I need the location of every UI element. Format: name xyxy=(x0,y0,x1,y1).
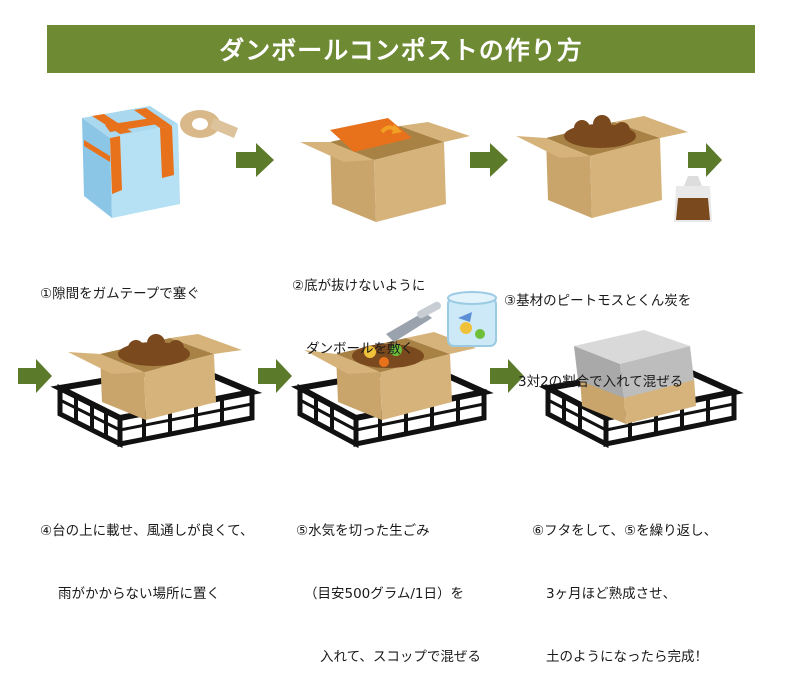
peat-bag-icon xyxy=(674,176,712,222)
caption-line: 雨がかからない場所に置く xyxy=(58,586,220,602)
arrow-icon xyxy=(470,143,508,177)
arrow-icon xyxy=(18,359,52,393)
page-title: ダンボールコンポストの作り方 xyxy=(219,36,583,65)
caption-line: ⑥フタをして、⑤を繰り返し、 xyxy=(532,523,718,539)
step-4-caption: ④台の上に載せ、風通しが良くて、 雨がかからない場所に置く xyxy=(40,479,254,626)
caption-line: ⑤水気を切った生ごみ xyxy=(296,523,430,539)
tape-roll-icon xyxy=(180,110,238,138)
caption-line: ④台の上に載せ、風通しが良くて、 xyxy=(40,523,254,539)
step-2-caption: ②底が抜けないように ダンボールを敷く xyxy=(292,234,425,381)
waste-container-icon xyxy=(447,291,497,347)
step5-box-waste-icon xyxy=(290,332,494,449)
step-3-caption: ③基材のピートモスとくん炭を 3対2の割合で入れて混ぜる xyxy=(504,234,691,423)
arrow-icon xyxy=(490,359,524,393)
arrow-icon xyxy=(688,143,722,177)
caption-line: 入れて、スコップで混ぜる xyxy=(320,649,481,665)
caption-line: ③基材のピートモスとくん炭を xyxy=(504,293,692,309)
step1-taped-box-icon xyxy=(82,106,180,218)
caption-line: ①隙間をガムテープで塞ぐ xyxy=(40,286,200,302)
arrow-icon xyxy=(236,143,274,177)
caption-line: ②底が抜けないように xyxy=(292,278,426,294)
scoop-icon xyxy=(386,301,441,342)
step-1-caption: ①隙間をガムテープで塞ぐ xyxy=(40,242,200,326)
caption-line: （目安500グラム/1日）を xyxy=(304,586,464,602)
step2-box-sheet-icon xyxy=(300,118,470,222)
caption-line: 3対2の割合で入れて混ぜる xyxy=(518,374,684,390)
title-banner: ダンボールコンポストの作り方 xyxy=(47,25,755,73)
caption-line: ダンボールを敷く xyxy=(306,341,414,357)
step-5-caption: ⑤水気を切った生ごみ （目安500グラム/1日）を 入れて、スコップで混ぜる xyxy=(296,479,481,689)
caption-line: 土のようになったら完成！ xyxy=(546,649,708,665)
step4-box-on-stand-icon xyxy=(50,334,263,449)
caption-line: 3ヶ月ほど熟成させ、 xyxy=(546,586,677,602)
step6-box-lid-icon xyxy=(538,330,744,449)
step-6-caption: ⑥フタをして、⑤を繰り返し、 3ヶ月ほど熟成させ、 土のようになったら完成！ xyxy=(532,479,717,689)
illustration-canvas xyxy=(18,106,744,449)
arrow-icon xyxy=(258,359,292,393)
step3-box-compost-icon xyxy=(516,115,688,218)
